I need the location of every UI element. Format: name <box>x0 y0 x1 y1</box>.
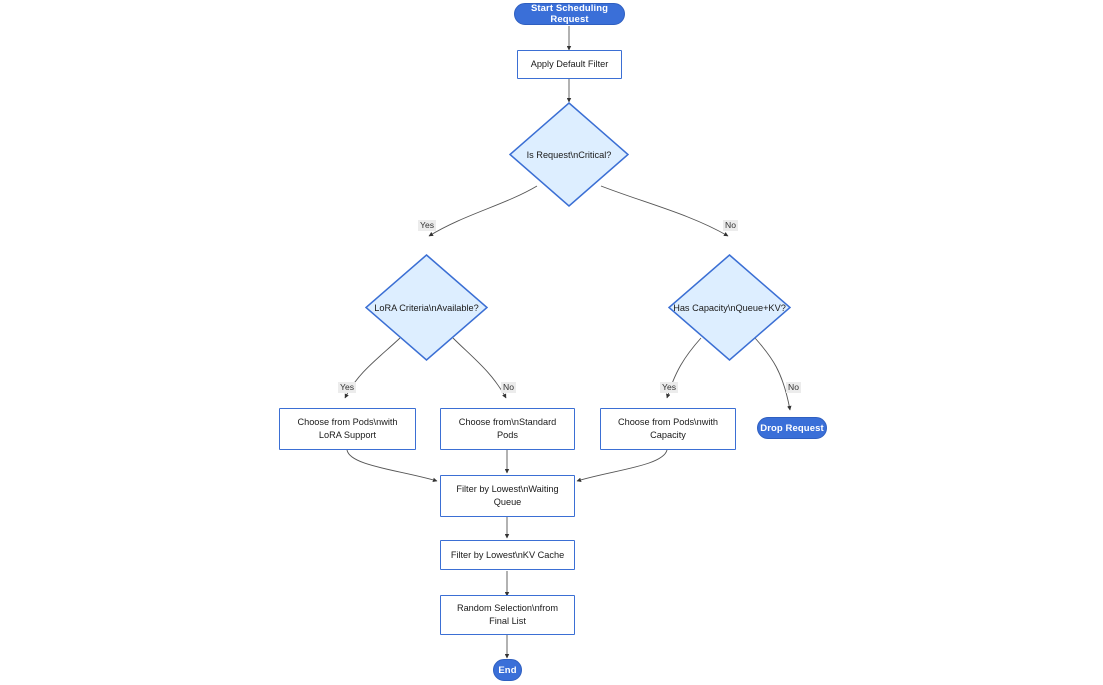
node-apply-default-filter-label: Apply Default Filter <box>530 59 609 69</box>
diamond-shape <box>668 254 791 361</box>
node-is-request-critical[interactable]: Is Request\nCritical? <box>509 102 629 207</box>
edge-label-text: No <box>503 382 514 392</box>
edge-lora-pods-to-filter <box>346 449 438 483</box>
node-lora-criteria-available[interactable]: LoRA Criteria\nAvailable? <box>365 254 488 361</box>
node-choose-pods-lora-support-line2: LoRA Support <box>318 430 377 440</box>
diamond-shape <box>509 102 629 207</box>
edge-label-text: No <box>725 220 736 230</box>
edge-capacity-pods-to-filter <box>576 449 668 482</box>
node-choose-standard-pods[interactable]: Choose from\nStandard Pods <box>440 408 575 450</box>
node-filter-lowest-kv-cache-label: Filter by Lowest\nKV Cache <box>450 549 565 560</box>
node-lora-criteria-available-label: LoRA Criteria\nAvailable? <box>374 302 479 313</box>
node-start[interactable]: Start Scheduling Request <box>514 3 625 25</box>
node-random-selection-final-list-line2: Final List <box>489 616 526 626</box>
edge-label-text: No <box>788 382 799 392</box>
node-start-label: Start Scheduling Request <box>530 3 609 25</box>
node-choose-standard-pods-line2: Pods <box>497 430 518 440</box>
node-choose-standard-pods-line1: Choose from\nStandard <box>458 417 557 427</box>
edge-label-text: Yes <box>420 220 435 230</box>
node-choose-pods-with-capacity-line1: Choose from Pods\nwith <box>617 417 719 427</box>
edge-label-capacity-no: No <box>786 382 801 393</box>
node-choose-pods-lora-support-line1: Choose from Pods\nwith <box>297 417 398 427</box>
node-filter-lowest-waiting-queue-line1: Filter by Lowest\nWaiting <box>456 484 559 494</box>
node-drop-request-label: Drop Request <box>760 422 824 434</box>
edge-label-critical-no: No <box>723 220 738 231</box>
node-has-capacity[interactable]: Has Capacity\nQueue+KV? <box>668 254 791 361</box>
node-is-request-critical-label: Is Request\nCritical? <box>526 149 612 160</box>
node-apply-default-filter[interactable]: Apply Default Filter <box>517 50 622 79</box>
node-filter-lowest-waiting-queue[interactable]: Filter by Lowest\nWaiting Queue <box>440 475 575 517</box>
node-choose-pods-with-capacity[interactable]: Choose from Pods\nwith Capacity <box>600 408 736 450</box>
edge-label-text: Yes <box>662 382 677 392</box>
node-choose-pods-with-capacity-line2: Capacity <box>650 430 686 440</box>
edge-critical-no <box>600 185 729 237</box>
edge-critical-yes <box>428 185 538 237</box>
node-end[interactable]: End <box>493 659 522 681</box>
node-filter-lowest-kv-cache[interactable]: Filter by Lowest\nKV Cache <box>440 540 575 570</box>
edge-capacity-no <box>754 337 792 411</box>
edge-label-lora-no: No <box>501 382 516 393</box>
node-filter-lowest-waiting-queue-line2: Queue <box>493 497 522 507</box>
node-drop-request[interactable]: Drop Request <box>757 417 827 439</box>
node-choose-pods-lora-support[interactable]: Choose from Pods\nwith LoRA Support <box>279 408 416 450</box>
node-end-label: End <box>498 664 517 676</box>
node-random-selection-final-list-line1: Random Selection\nfrom <box>456 603 559 613</box>
node-has-capacity-label: Has Capacity\nQueue+KV? <box>673 302 786 313</box>
edge-label-critical-yes: Yes <box>418 220 437 231</box>
diamond-shape <box>365 254 488 361</box>
edge-label-text: Yes <box>340 382 355 392</box>
edge-label-capacity-yes: Yes <box>660 382 679 393</box>
edge-label-lora-yes: Yes <box>338 382 357 393</box>
node-random-selection-final-list[interactable]: Random Selection\nfrom Final List <box>440 595 575 635</box>
